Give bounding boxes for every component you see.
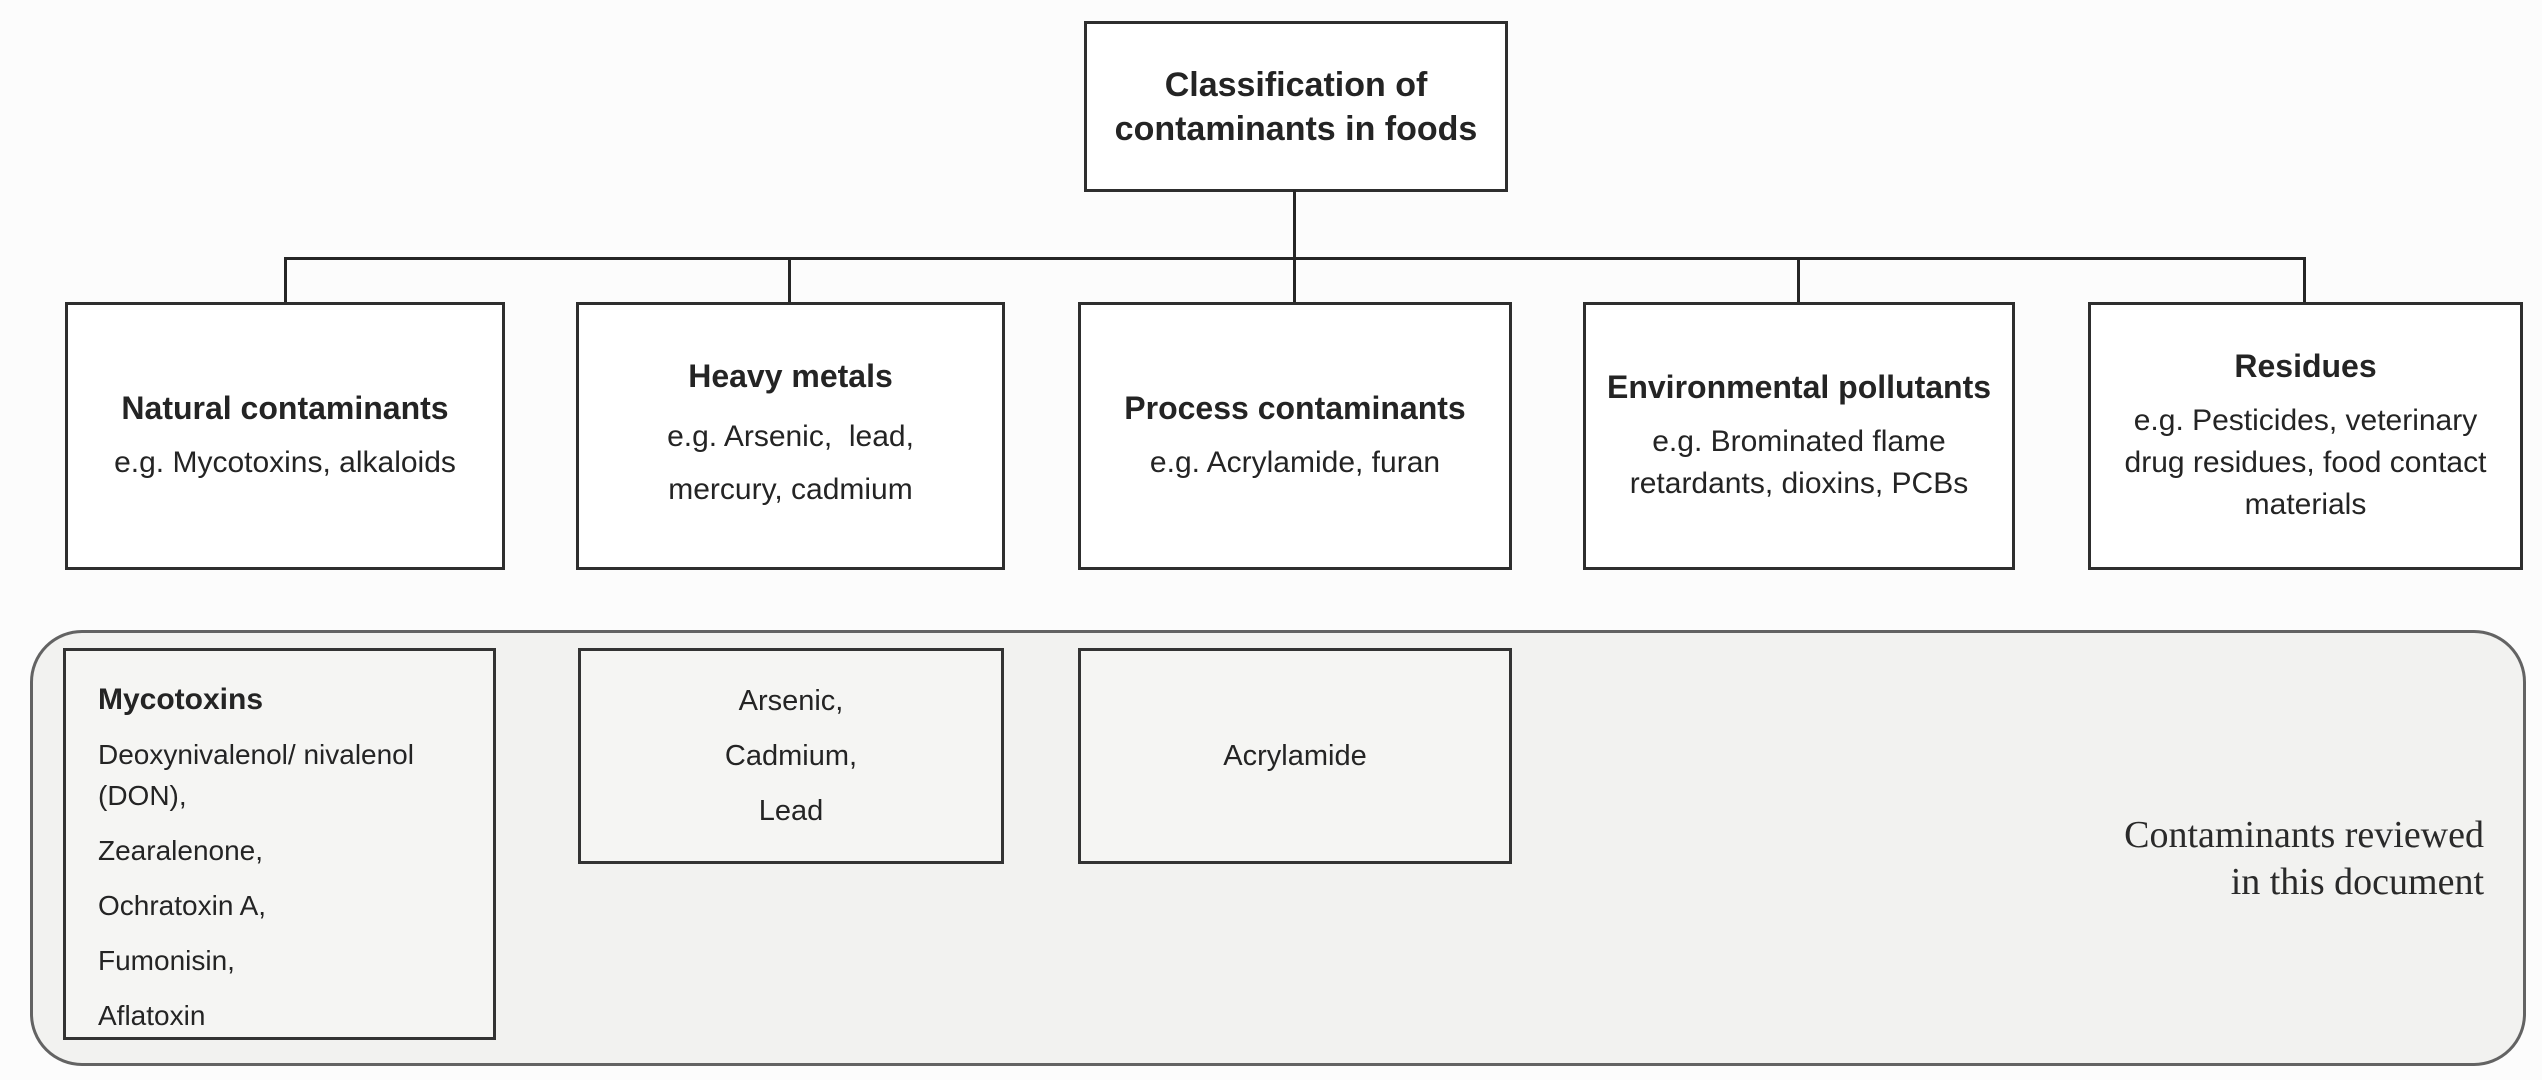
category-examples: e.g. Brominated flame retardants, dioxin… — [1630, 421, 1968, 505]
mycotoxin-item: Aflatoxin — [98, 1000, 206, 1031]
root-box-title-line2: contaminants in foods — [1114, 109, 1478, 148]
process-item: Acrylamide — [1223, 739, 1367, 772]
category-example-line: retardants, dioxins, PCBs — [1629, 467, 1969, 500]
category-title: Environmental pollutants — [1606, 369, 1992, 405]
reviewed-box-process-contaminants: Acrylamide — [1078, 648, 1512, 864]
connector-stub-natural — [284, 257, 287, 304]
panel-caption-line2: in this document — [2230, 861, 2484, 903]
mycotoxins-title: Mycotoxins — [98, 683, 264, 716]
category-title: Natural contaminants — [121, 390, 449, 426]
category-examples: e.g. Pesticides, veterinary drug residue… — [2125, 400, 2487, 526]
category-box-residues: Residues e.g. Pesticides, veterinary dru… — [2088, 302, 2523, 570]
category-box-heavy-metals: Heavy metals e.g. Arsenic, lead, mercury… — [576, 302, 1005, 570]
panel-caption: Contaminants reviewed in this document — [1784, 812, 2484, 906]
category-examples: e.g. Mycotoxins, alkaloids — [114, 442, 456, 484]
category-title: Heavy metals — [688, 358, 893, 394]
category-example-line: e.g. Pesticides, veterinary — [2133, 404, 2478, 437]
category-box-process-contaminants: Process contaminants e.g. Acrylamide, fu… — [1078, 302, 1512, 570]
heavy-metal-item: Arsenic, — [738, 684, 844, 717]
category-title: Process contaminants — [1124, 390, 1466, 426]
root-box: Classification of contaminants in foods — [1084, 21, 1508, 192]
category-example-line: materials — [2244, 488, 2367, 521]
category-example-line: e.g. Acrylamide, furan — [1149, 446, 1441, 479]
category-box-natural-contaminants: Natural contaminants e.g. Mycotoxins, al… — [65, 302, 505, 570]
mycotoxin-item: Fumonisin, — [98, 945, 235, 976]
category-example-line: e.g. Arsenic, lead, — [667, 420, 914, 453]
heavy-metal-item: Cadmium, — [724, 739, 858, 772]
connector-root-vertical — [1293, 190, 1296, 304]
category-box-environmental-pollutants: Environmental pollutants e.g. Brominated… — [1583, 302, 2015, 570]
category-example-line: mercury, cadmium — [668, 473, 913, 506]
category-example-line: drug residues, food contact — [2124, 446, 2487, 479]
connector-horizontal — [284, 257, 2306, 260]
connector-stub-residues — [2303, 257, 2306, 304]
mycotoxin-item: Deoxynivalenol/ nivalenol (DON), — [98, 739, 414, 811]
category-example-line: e.g. Brominated flame — [1652, 425, 1946, 458]
heavy-metal-item: Lead — [758, 794, 824, 827]
panel-caption-line1: Contaminants reviewed — [2124, 814, 2484, 856]
connector-stub-environmental — [1797, 257, 1800, 304]
category-examples: e.g. Arsenic, lead, mercury, cadmium — [667, 410, 914, 516]
mycotoxin-item: Zearalenone, — [98, 835, 264, 866]
mycotoxin-item: Ochratoxin A, — [98, 890, 267, 921]
reviewed-box-heavy-metals: Arsenic, Cadmium, Lead — [578, 648, 1004, 864]
connector-stub-heavy-metals — [788, 257, 791, 304]
root-box-title-line1: Classification of — [1164, 65, 1428, 104]
category-title: Residues — [2234, 348, 2377, 384]
category-examples: e.g. Acrylamide, furan — [1150, 442, 1440, 484]
category-example-line: e.g. Mycotoxins, alkaloids — [114, 446, 456, 479]
reviewed-box-mycotoxins: Mycotoxins Deoxynivalenol/ nivalenol (DO… — [63, 648, 496, 1040]
